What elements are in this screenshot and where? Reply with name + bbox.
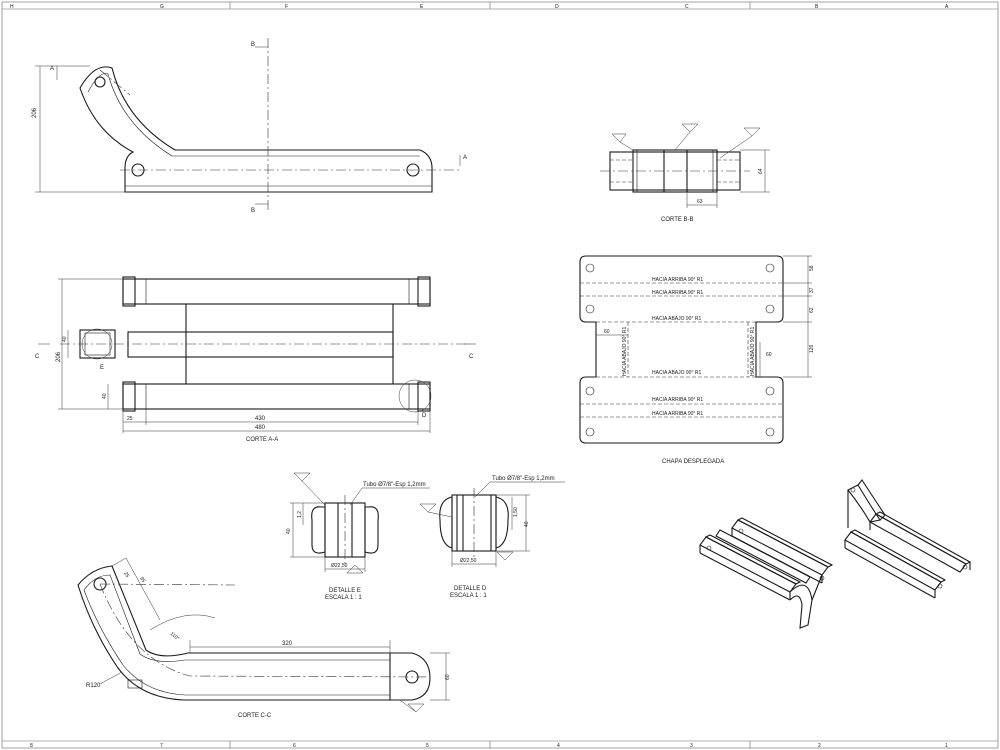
hole-icon [585,386,595,396]
zone-top-e: E [420,4,424,10]
hole-icon [406,163,420,177]
dim-cc-320: 320 [282,641,293,647]
hole-icon [585,304,595,314]
fold-label-down1: HACIA ABAJO 90° R1 [652,316,701,322]
hole-icon [765,304,775,314]
dim-cc-110: 110° [169,631,181,642]
border-zone-bottom: 8 7 6 5 4 3 2 1 [30,743,948,749]
fold-label-vright: HACIA ABAJO 90° R1 [750,327,756,376]
dim-plan-430: 430 [255,416,266,422]
hole-icon [765,386,775,396]
zone-bottom-3: 3 [690,743,693,749]
label-corte-cc: CORTE C-C [238,713,272,719]
hole-icon [585,263,595,273]
fold-label-up3: HACIA ARRIBA 90° R1 [652,397,703,403]
zone-top-h: H [10,4,14,10]
dim-det-2250a: Ø22,50 [331,563,348,569]
label-escala-e: ESCALA 1 : 1 [325,595,362,601]
dim-det-40b: 40 [524,521,530,527]
label-detalle-e: DETALLE E [329,588,361,594]
dim-cc-r120: R120 [86,683,101,689]
section-bb-view: 64 63 CORTE B-B [600,123,770,223]
label-corte-bb: CORTE B-B [661,217,694,223]
fold-label-up4: HACIA ARRIBA 90° R1 [652,411,703,417]
side-view: B B A A 206 [32,38,467,214]
dim-plan-206: 206 [56,351,62,362]
section-b-bottom: B [251,208,255,214]
section-b-top: B [251,42,255,48]
dim-cc-25: 25 [122,571,130,579]
dim-chapa-126: 126 [809,344,815,353]
zone-top-c: C [685,4,689,10]
label-corte-aa: CORTE A-A [246,437,278,443]
dim-chapa-37: 37 [809,287,815,293]
dim-bb-64: 64 [758,168,764,174]
detail-e-circle [81,328,113,360]
detail-e-marker: E [100,365,104,371]
zone-bottom-8: 8 [30,743,33,749]
zone-bottom-5: 5 [426,743,429,749]
label-chapa: CHAPA DESPLEGADA [662,459,724,465]
zone-top-d: D [555,4,559,10]
tubo-note-e: Tubo Ø7/8"-Esp 1,2mm [363,482,426,488]
hole-icon [94,76,106,88]
zone-top-g: G [160,4,164,10]
isometric-view-2 [844,479,972,599]
dim-chapa-62: 62 [809,307,815,313]
zone-top-f: F [285,4,288,10]
detail-d-circle [398,379,432,413]
zone-top-b: B [815,4,819,10]
dim-chapa-60a: 60 [604,329,610,335]
section-a-right: A [463,155,467,161]
fold-label-up2: HACIA ARRIBA 90° R1 [652,290,703,296]
label-detalle-d: DETALLE D [454,586,487,592]
dim-plan-40a: 40 [62,336,68,342]
dim-chapa-60b: 60 [766,352,772,358]
zone-bottom-4: 4 [557,743,560,749]
dim-plan-25: 25 [127,416,133,422]
dim-cc-60: 60 [445,674,451,680]
zone-bottom-1: 1 [945,743,948,749]
zone-bottom-7: 7 [160,743,163,749]
label-escala-d: ESCALA 1 : 1 [450,593,487,599]
zone-top-a: A [945,4,949,10]
detail-d-marker: D [422,413,427,419]
section-c-left: C [35,354,40,360]
dim-side-206: 206 [32,107,38,118]
hole-icon [585,427,595,437]
border-zone-top: H G F E D C B A [10,4,949,10]
section-c-right: C [469,354,474,360]
dim-cc-95: 95 [138,576,146,584]
isometric-view-1 [699,517,834,629]
dim-det-12: 1,2 [297,511,303,518]
dim-det-150: 1,50 [513,507,519,517]
hole-icon [765,263,775,273]
section-a-left: A [50,66,54,72]
tubo-note-d: Tubo Ø7/8"-Esp 1,2mm [492,476,555,482]
zone-bottom-6: 6 [293,743,296,749]
zone-bottom-2: 2 [818,743,821,749]
section-aa-view: E D C C 206 40 40 25 430 480 CORTE A-A [35,276,476,443]
fold-label-vleft: HACIA ABAJO 90° R1 [622,327,628,376]
fold-label-up1: HACIA ARRIBA 90° R1 [652,277,703,283]
section-cc-view: 25 95 110° 320 60 R120 CORTE C-C [77,557,451,719]
detail-d-view: Tubo Ø7/8"-Esp 1,2mm 40 1,50 Ø22,50 DETA… [419,476,565,599]
flat-pattern-view: HACIA ARRIBA 90° R1 HACIA ARRIBA 90° R1 … [579,255,815,465]
dim-det-2250b: Ø22,50 [460,558,477,564]
dim-plan-40b: 40 [102,393,108,399]
dim-det-40a: 40 [286,528,292,534]
detail-e-view: Tubo Ø7/8"-Esp 1,2mm 40 1,2 Ø22,50 DETAL… [286,472,430,601]
dim-bb-63: 63 [697,199,703,205]
fold-label-down2: HACIA ABAJO 90° R1 [652,370,701,376]
hole-icon [765,427,775,437]
dim-chapa-58: 58 [809,265,815,271]
dim-plan-480: 480 [255,425,266,431]
